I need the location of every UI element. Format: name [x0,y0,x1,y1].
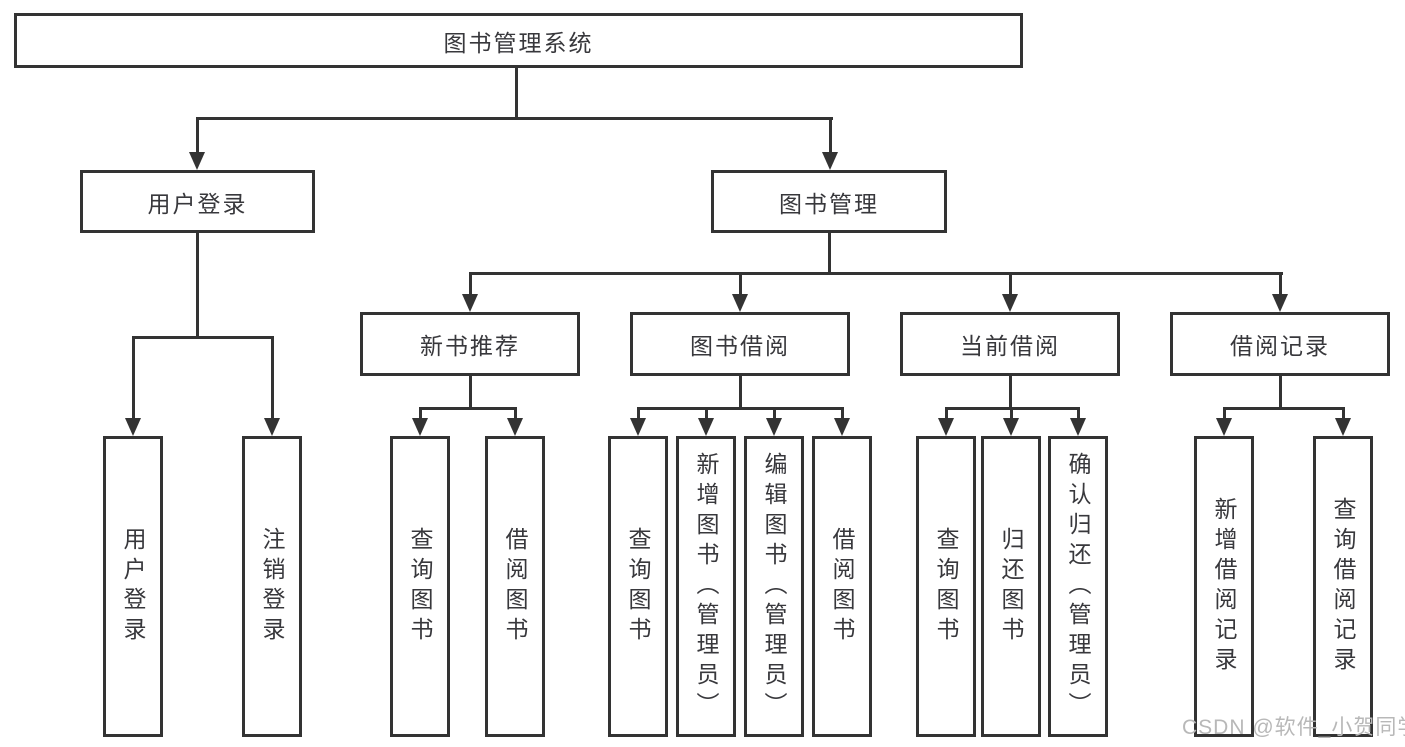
connector-line [637,407,640,423]
leaf-current-query-books: 查询图书 [916,436,976,737]
connector-line [469,272,1283,275]
connector-line [271,336,274,422]
connector-line [469,376,472,410]
connector-line [828,232,831,275]
arrow-down-icon [1335,418,1351,436]
connector-line [945,407,948,423]
leaf-logout: 注销登录 [242,436,302,737]
arrow-down-icon [938,418,954,436]
leaf-borrow-query-books: 查询图书 [608,436,668,737]
connector-line [637,407,843,410]
leaf-current-confirm-return-admin: 确认归还（管理员） [1048,436,1108,737]
arrow-down-icon [125,418,141,436]
arrow-down-icon [264,418,280,436]
connector-line [1009,272,1012,300]
connector-line [1010,407,1013,423]
connector-line [1279,272,1282,300]
leaf-recommend-borrow-books: 借阅图书 [485,436,545,737]
arrow-down-icon [732,294,748,312]
connector-line [514,407,517,423]
node-current-borrow: 当前借阅 [900,312,1120,376]
arrow-down-icon [630,418,646,436]
arrow-down-icon [698,418,714,436]
connector-line [196,117,833,120]
leaf-borrow-edit-books-admin: 编辑图书（管理员） [744,436,804,737]
connector-line [773,407,776,423]
connector-line [419,407,517,410]
leaf-current-return-books: 归还图书 [981,436,1041,737]
connector-line [1279,376,1282,410]
arrow-down-icon [766,418,782,436]
arrow-down-icon [1272,294,1288,312]
leaf-recommend-query-books: 查询图书 [390,436,450,737]
connector-line [419,407,422,423]
arrow-down-icon [1003,418,1019,436]
connector-line [469,272,472,300]
leaf-records-query-record: 查询借阅记录 [1313,436,1373,737]
connector-line [739,376,742,410]
connector-line [132,336,274,339]
connector-line [739,272,742,300]
connector-line [196,233,199,339]
node-new-book-recommend: 新书推荐 [360,312,580,376]
connector-line [196,117,199,158]
connector-line [705,407,708,423]
arrow-down-icon [834,418,850,436]
node-root: 图书管理系统 [14,13,1023,68]
connector-line [1342,407,1345,423]
node-book-management: 图书管理 [711,170,947,233]
arrow-down-icon [507,418,523,436]
arrow-down-icon [1002,294,1018,312]
arrow-down-icon [189,152,205,170]
arrow-down-icon [412,418,428,436]
arrow-down-icon [1070,418,1086,436]
connector-line [1223,407,1226,423]
node-borrow-records: 借阅记录 [1170,312,1390,376]
leaf-records-add-record: 新增借阅记录 [1194,436,1254,737]
connector-line [829,117,832,158]
leaf-borrow-borrow-books: 借阅图书 [812,436,872,737]
arrow-down-icon [822,152,838,170]
arrow-down-icon [1216,418,1232,436]
arrow-down-icon [462,294,478,312]
connector-line [841,407,844,423]
connector-line [132,336,135,422]
connector-line [1009,376,1012,410]
connector-line [1077,407,1080,423]
connector-line [1223,407,1345,410]
leaf-borrow-add-books-admin: 新增图书（管理员） [676,436,736,737]
leaf-user-login: 用户登录 [103,436,163,737]
csdn-watermark: CSDN @软件_小贺同学 [1182,716,1405,739]
node-user-login: 用户登录 [80,170,315,233]
connector-line [515,67,518,118]
node-book-borrow: 图书借阅 [630,312,850,376]
